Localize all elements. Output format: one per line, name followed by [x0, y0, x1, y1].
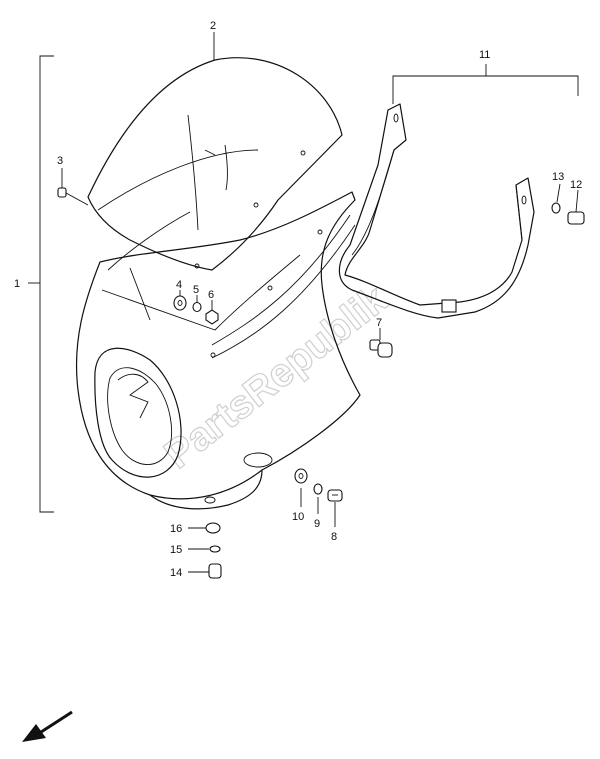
front-direction-arrow-icon	[22, 710, 73, 742]
callout-3: 3	[57, 155, 63, 167]
hardware-parts	[57, 187, 585, 579]
callout-8: 8	[331, 531, 337, 543]
callout-13: 13	[552, 171, 564, 183]
callout-2: 2	[210, 20, 216, 32]
callout-11: 11	[479, 49, 490, 61]
callout-labels: 1 2 3 4 5 6 7 8 9 10 11 12 13 14 15 16	[14, 20, 582, 579]
watermark-text: PartsRepublik	[156, 276, 396, 477]
callout-15: 15	[170, 544, 182, 556]
assembly-bracket	[28, 55, 54, 513]
callout-1: 1	[14, 278, 20, 290]
leader-lines	[61, 32, 579, 573]
mounting-bracket	[338, 64, 579, 319]
callout-12: 12	[570, 179, 582, 191]
callout-7: 7	[376, 317, 382, 329]
callout-4: 4	[176, 279, 182, 291]
windscreen	[87, 57, 343, 271]
callout-5: 5	[193, 284, 199, 296]
callout-6: 6	[208, 289, 214, 301]
fairing	[75, 191, 361, 510]
callout-14: 14	[170, 567, 182, 579]
callout-9: 9	[314, 518, 320, 530]
callout-10: 10	[292, 511, 304, 523]
callout-16: 16	[170, 523, 182, 535]
